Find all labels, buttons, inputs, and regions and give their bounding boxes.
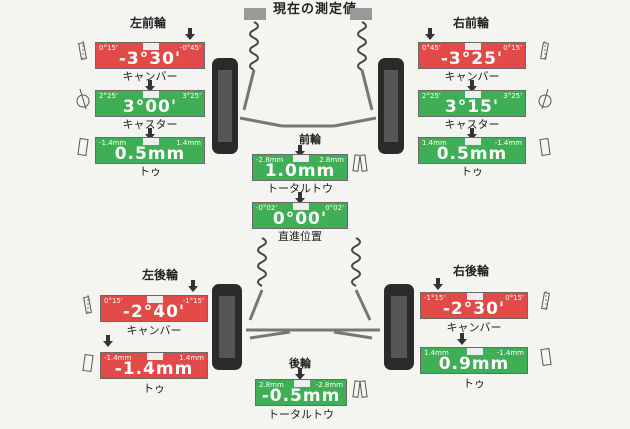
front-left-toe-gauge: -1.4mm 1.4mm 0.5mm [95, 137, 205, 164]
max-label: -1.4mm [496, 349, 524, 357]
max-label: 3°25' [503, 92, 522, 100]
front-right-title: 右前輪 [452, 16, 489, 30]
camber-wheel-icon [540, 41, 549, 61]
front-left-camber-gauge: 0°15' -0°45' -3°30' [95, 42, 205, 69]
front-total-toe-gauge: -2.8mm 2.8mm 1.0mm [252, 154, 348, 181]
total-toe-icon [352, 154, 368, 172]
rear-right-toe-value: 0.9mm [438, 354, 510, 374]
rear-total-toe-label: トータルトウ [268, 408, 334, 421]
min-label: 1.4mm [422, 139, 447, 147]
page-title: 現在の測定値 [272, 2, 357, 17]
min-label: 2°25' [422, 92, 441, 100]
rear-axle-title: 後輪 [289, 357, 311, 370]
max-label: 3°25' [182, 92, 201, 100]
rear-left-camber-value: -2°40' [122, 302, 186, 322]
front-left-caster-label: キャスター [122, 118, 178, 131]
straight-position-label: 直進位置 [278, 230, 322, 243]
min-label: 0°15' [99, 44, 118, 52]
rear-left-toe-gauge: -1.4mm 1.4mm -1.4mm [100, 352, 208, 379]
min-label: -2.8mm [256, 156, 284, 164]
toe-wheel-icon [77, 137, 89, 157]
front-left-toe-label: トゥ [139, 165, 161, 178]
front-right-toe-value: 0.5mm [436, 144, 508, 164]
rear-suspension-illustration [212, 237, 414, 370]
max-label: 1.4mm [179, 354, 204, 362]
rear-total-toe-value: -0.5mm [261, 386, 341, 406]
toe-wheel-icon [82, 353, 94, 373]
rear-left-title: 左後輪 [141, 268, 178, 282]
front-left-caster-value: 3°00' [122, 97, 178, 117]
front-left-camber-label: キャンバー [122, 70, 178, 83]
rear-total-toe-gauge: 2.8mm -2.8mm -0.5mm [255, 379, 347, 406]
front-left-toe-value: 0.5mm [114, 144, 186, 164]
rear-right-toe-gauge: 1.4mm -1.4mm 0.9mm [420, 347, 528, 374]
max-label: 0°02' [325, 204, 344, 212]
max-label: -1°15' [182, 297, 204, 305]
front-right-caster-value: 3°15' [444, 97, 500, 117]
front-left-title: 左前輪 [129, 16, 166, 30]
total-toe-icon [352, 380, 368, 398]
min-label: -1.4mm [99, 139, 127, 147]
camber-wheel-icon [83, 295, 92, 315]
front-right-toe-gauge: 1.4mm -1.4mm 0.5mm [418, 137, 526, 164]
min-label: -1°15' [424, 294, 446, 302]
min-label: 2°25' [99, 92, 118, 100]
toe-wheel-icon [540, 347, 552, 367]
min-label: 0°15' [104, 297, 123, 305]
rear-left-camber-gauge: 0°15' -1°15' -2°40' [100, 295, 208, 322]
front-total-toe-value: 1.0mm [264, 161, 336, 181]
caster-wheel-icon [76, 88, 90, 110]
max-label: 1.4mm [176, 139, 201, 147]
min-label: 1.4mm [424, 349, 449, 357]
rear-right-title: 右後輪 [452, 264, 489, 278]
caster-wheel-icon [538, 88, 552, 110]
rear-left-camber-label: キャンバー [126, 324, 182, 337]
front-right-camber-gauge: 0°45' 0°15' -3°25' [418, 42, 526, 69]
front-axle-title: 前輪 [299, 133, 321, 146]
rear-right-camber-label: キャンバー [446, 321, 502, 334]
front-left-camber-value: -3°30' [118, 49, 182, 69]
rear-right-camber-value: -2°30' [442, 299, 506, 319]
min-label: 2.8mm [259, 381, 284, 389]
camber-wheel-icon [78, 41, 87, 61]
rear-left-toe-value: -1.4mm [114, 359, 194, 379]
toe-wheel-icon [539, 137, 551, 157]
straight-position-value: 0°00' [272, 209, 328, 229]
rear-left-toe-label: トゥ [143, 382, 165, 395]
min-label: -1.4mm [104, 354, 132, 362]
max-label: 0°15' [505, 294, 524, 302]
min-label: -0°02' [256, 204, 278, 212]
front-right-caster-gauge: 2°25' 3°25' 3°15' [418, 90, 526, 117]
max-label: -1.4mm [494, 139, 522, 147]
max-label: 2.8mm [319, 156, 344, 164]
min-label: 0°45' [422, 44, 441, 52]
front-right-caster-label: キャスター [444, 118, 500, 131]
straight-position-gauge: -0°02' 0°02' 0°00' [252, 202, 348, 229]
front-right-camber-label: キャンバー [444, 70, 500, 83]
camber-wheel-icon [541, 291, 550, 311]
max-label: -2.8mm [315, 381, 343, 389]
front-left-caster-gauge: 2°25' 3°25' 3°00' [95, 90, 205, 117]
front-right-toe-label: トゥ [461, 165, 483, 178]
front-suspension-illustration [212, 8, 404, 154]
max-label: -0°45' [179, 44, 201, 52]
max-label: 0°15' [503, 44, 522, 52]
front-right-camber-value: -3°25' [440, 49, 504, 69]
rear-right-camber-gauge: -1°15' 0°15' -2°30' [420, 292, 528, 319]
rear-right-toe-label: トゥ [463, 377, 485, 390]
front-total-toe-label: トータルトウ [267, 182, 333, 195]
